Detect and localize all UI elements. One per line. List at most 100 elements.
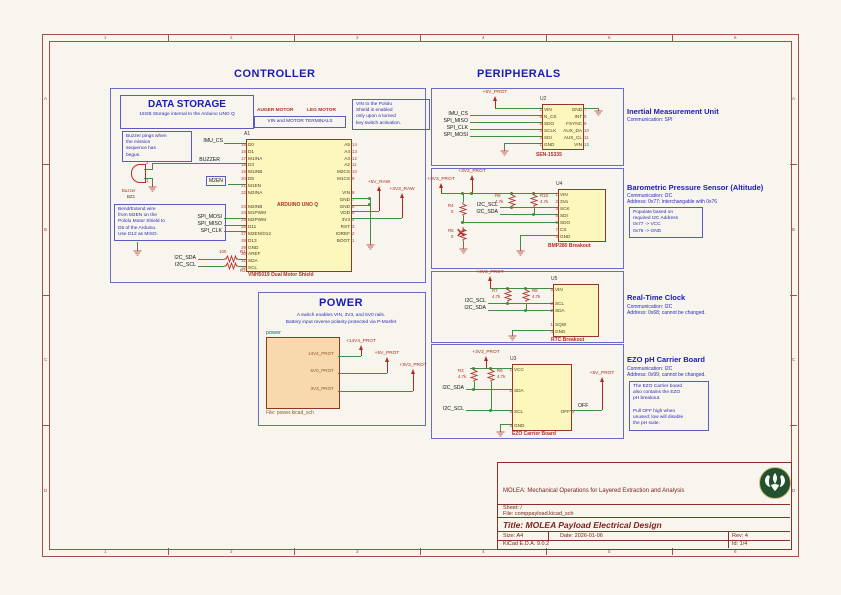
junction (532, 213, 535, 216)
resistor-r3[interactable] (469, 368, 479, 382)
net-label-i2c-sda[interactable]: I2C_SDA (476, 209, 498, 215)
ezo-part-number: EZO Carrier Board (512, 431, 556, 437)
power-flag-14v4-prot[interactable]: +14V4_PROT (343, 339, 379, 356)
buzzer-symbol[interactable] (131, 164, 146, 183)
rtc-annotation-title: Real-Time Clock (627, 293, 686, 302)
power-flag-3v3-prot-ezo[interactable]: +3V3_PROT (468, 350, 504, 368)
net-label-spi-mosi[interactable]: SPI_MOSI (443, 132, 468, 138)
ezo-ref: U3 (510, 356, 517, 362)
frame-col-label: 3 (356, 35, 359, 40)
frame-col-label: 4 (482, 549, 485, 554)
net-label-spi-clk[interactable]: SPI_CLK (200, 228, 222, 234)
frame-col-label: 6 (734, 35, 737, 40)
wire (500, 214, 558, 215)
frame-tick (546, 34, 547, 41)
title-block-divider (497, 540, 790, 541)
vin-note[interactable]: VIN to the Pololu Shield is enabled only… (352, 99, 430, 130)
power-flag-5v-prot-ezo[interactable]: +5V_PROT (584, 371, 620, 410)
wire (490, 288, 553, 289)
resistor-r2[interactable] (224, 261, 238, 271)
junction (472, 388, 475, 391)
resistor-r9[interactable] (507, 193, 517, 207)
bend-extend-note[interactable]: Bend/Extend wire from M2EN on the Pololu… (114, 204, 226, 242)
net-label-off[interactable]: OFF (578, 403, 589, 409)
power-hierarchical-sheet[interactable] (266, 337, 340, 409)
rtc-annotation-line: Communication: I2C (627, 304, 673, 310)
power-flag-3v3-prot-baro-top[interactable]: +3V3_PROT (454, 169, 490, 193)
data-storage-box[interactable]: DATA STORAGE 16GB Storage internal to th… (120, 95, 254, 129)
imu-part-number: SEN-15335 (536, 152, 562, 158)
junction (510, 206, 513, 209)
power-flag-3v3-prot[interactable]: +3V3_PROT (395, 363, 431, 391)
frame-row-label: C (44, 357, 48, 362)
net-label-buzzer[interactable]: BUZZER (199, 157, 220, 163)
net-label-i2c-scl[interactable]: I2C_SCL (174, 262, 196, 268)
ezo-box (431, 344, 624, 439)
net-label-i2c-scl[interactable]: I2C_SCL (476, 202, 498, 208)
controller-section-title: CONTROLLER (234, 68, 316, 80)
wire (228, 184, 246, 185)
junction (472, 367, 475, 370)
leg-motor-label: LEG MOTOR (307, 108, 336, 113)
title-block-title: Title: MOLEA Payload Electrical Design (503, 520, 662, 530)
wire (137, 242, 138, 248)
wire (352, 198, 370, 199)
title-block (497, 462, 792, 550)
buzzer-value: Buzzer (122, 188, 136, 193)
net-label-i2c-sda[interactable]: I2C_SDA (464, 305, 486, 311)
baro-annotation-line: Address: 0x77; interchangable with 0x76 (627, 199, 718, 205)
power-flag-5v-raw[interactable]: +5V_RAW (361, 180, 397, 211)
net-label-spi-miso[interactable]: SPI_MISO (197, 221, 222, 227)
net-label-spi-mosi[interactable]: SPI_MOSI (197, 214, 222, 220)
junction (524, 309, 527, 312)
frame-row-label: A (792, 96, 796, 101)
net-label-i2c-scl[interactable]: I2C_SCL (442, 406, 464, 412)
resistor-r6[interactable] (486, 368, 496, 382)
buzzer-note[interactable]: Buzzer pings when the mission sequence h… (122, 131, 192, 162)
junction (506, 302, 509, 305)
baro-annotation-title: Barometric Pressure Sensor (Altitude) (627, 183, 764, 192)
baro-populate-note[interactable]: Populate based on required I2C Address 0… (629, 207, 703, 238)
wire (463, 241, 464, 246)
resistor-r8-value: 4.7k (532, 294, 541, 299)
net-label-m2en[interactable]: M2EN (206, 176, 226, 186)
net-label-i2c-scl[interactable]: I2C_SCL (464, 298, 486, 304)
power-section-box (258, 292, 426, 426)
frame-row-label: A (44, 96, 48, 101)
resistor-r10[interactable] (529, 193, 539, 207)
wire (520, 235, 521, 248)
power-flag-5v-prot[interactable]: +5V_PROT (369, 351, 405, 373)
power-flag-5v-prot-imu[interactable]: +5V_PROT (477, 90, 513, 108)
net-label-i2c-sda[interactable]: I2C_SDA (174, 255, 196, 261)
title-block-tool: KiCad E.D.A. 9.0.2 (503, 541, 550, 547)
junction (524, 287, 527, 290)
wire (224, 231, 246, 232)
power-sheet-file: File: power.kicad_sch (266, 410, 314, 416)
baro-box (431, 168, 624, 269)
net-label-i2c-sda[interactable]: I2C_SDA (442, 385, 464, 391)
arduino-ref: A1 (244, 131, 251, 137)
ezo-note[interactable]: The EZO Carrier board also contains the … (629, 381, 709, 431)
resistor-r8[interactable] (521, 288, 531, 302)
power-flag-3v3-prot-baro-left[interactable]: +3V3_PROT (423, 177, 459, 193)
resistor-r7[interactable] (503, 288, 513, 302)
power-flag-3v3-raw[interactable]: +3V3_RAW (384, 187, 420, 218)
peripherals-section-title: PERIPHERALS (477, 68, 561, 80)
title-block-file: File: comppayload.kicad_sch (503, 511, 574, 517)
resistor-r4[interactable] (458, 202, 468, 216)
net-label-imu-cs[interactable]: IMU_CS (448, 111, 468, 117)
resistor-r1[interactable] (224, 254, 238, 264)
net-label-spi-miso[interactable]: SPI_MISO (443, 118, 468, 124)
net-label-imu-cs[interactable]: IMU_CS (203, 138, 223, 144)
title-block-date: Date: 2026-01-06 (560, 533, 603, 539)
wire (470, 129, 542, 130)
resistor-r5[interactable] (458, 227, 468, 241)
net-label-spi-clk[interactable]: SPI_CLK (446, 125, 468, 131)
frame-col-label: 5 (608, 549, 611, 554)
power-flag-3v3-prot-rtc[interactable]: +3V3_PROT (472, 270, 508, 288)
